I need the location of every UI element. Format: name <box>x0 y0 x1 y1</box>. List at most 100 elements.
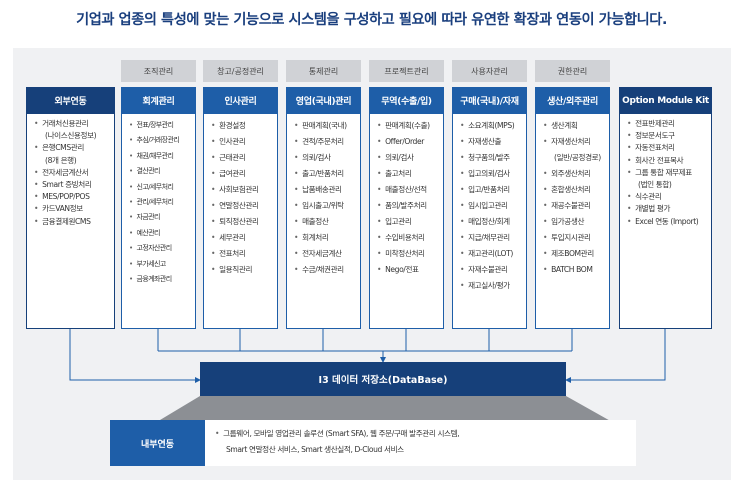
bullet: • <box>377 185 382 194</box>
bullet: • <box>129 167 133 176</box>
item-label: 재고관리(LOT) <box>468 249 513 258</box>
list-item: •그룹 통합 재무제표(법인 통합) <box>627 167 709 191</box>
item-label: 환경설정 <box>219 121 246 130</box>
item-label: 근태관리 <box>219 153 246 162</box>
bullet: • <box>377 169 382 178</box>
bullet: • <box>543 121 548 130</box>
list-item: •식수관리 <box>627 191 709 203</box>
bullet: • <box>211 185 216 194</box>
bullet: • <box>211 121 216 130</box>
list-item: •출고처리 <box>377 166 441 182</box>
item-label: 추심/거래장관리 <box>136 136 180 145</box>
item-label: 사회보험관리 <box>219 185 259 194</box>
list-item: •회사간 전표복사 <box>627 155 709 167</box>
bullet: • <box>377 137 382 146</box>
bullet: • <box>34 119 39 128</box>
list-item: •매출정산 <box>294 214 358 230</box>
item-label: 그룹 통합 재무제표 <box>635 167 692 177</box>
list-item: •전자세금계산서 <box>34 167 112 179</box>
list-item: •사회보험관리 <box>211 182 275 198</box>
list-item: •수입비용처리 <box>377 230 441 246</box>
bullet: • <box>294 201 299 210</box>
tab-project-management: 프로젝트관리 <box>369 60 444 82</box>
bullet: • <box>129 213 133 222</box>
module-sales-header: 영업(국내)관리 <box>286 87 361 114</box>
module-production-list: •생산계획•자재생산처리(일반/공정경로)•외주생산처리•혼합생산처리•재공수불… <box>535 114 610 329</box>
module-trade-list: •판매계획(수출)•Offer/Order•의뢰/검사•출고처리•매출정산/선적… <box>369 114 444 329</box>
bullet: • <box>34 204 39 214</box>
list-item: •채권/채무관리 <box>129 149 193 164</box>
bullet: • <box>627 155 632 165</box>
item-label: 매출정산/선적 <box>385 185 427 194</box>
list-item: •매입정산/회계 <box>460 214 524 230</box>
bullet: • <box>211 201 216 210</box>
item-label: 미착정산처리 <box>385 249 425 258</box>
bullet: • <box>294 217 299 226</box>
bullet: • <box>377 249 382 258</box>
tab-control-management: 통제관리 <box>286 60 361 82</box>
bullet: • <box>460 169 465 178</box>
bullet: • <box>460 265 465 274</box>
list-item: •임시출고/위탁 <box>294 198 358 214</box>
list-item: •자재수불관리 <box>460 262 524 278</box>
bullet: • <box>129 182 133 191</box>
list-item: •투입지시관리 <box>543 230 607 246</box>
item-label: 은행CMS관리 <box>42 143 84 153</box>
item-label: BATCH BOM <box>551 265 593 274</box>
list-item: •인사관리 <box>211 134 275 150</box>
bullet: • <box>460 217 465 226</box>
tab-org-management: 조직관리 <box>121 60 196 82</box>
bullet: • <box>543 217 548 226</box>
bullet: • <box>460 137 465 146</box>
item-label: 소요계획(MPS) <box>468 121 515 130</box>
bullet: • <box>377 233 382 242</box>
item-label: 결산관리 <box>136 167 161 176</box>
bullet: • <box>627 192 632 202</box>
list-item: •납품배송관리 <box>294 182 358 198</box>
bullet: • <box>211 169 216 178</box>
item-label: 판매계획(국내) <box>302 121 347 130</box>
bullet: • <box>627 143 632 153</box>
bullet: • <box>294 121 299 130</box>
list-item: •입고의뢰/검사 <box>460 166 524 182</box>
module-hr-list: •환경설정•인사관리•근태관리•급여관리•사회보험관리•연말정산관리•퇴직정산관… <box>203 114 278 329</box>
item-label: 전표/장부관리 <box>136 121 174 129</box>
bullet: • <box>129 198 133 207</box>
bullet: • <box>34 192 39 202</box>
item-label: 퇴직정산관리 <box>219 217 259 226</box>
bullet: • <box>34 216 39 226</box>
list-item: •예산관리 <box>129 226 193 241</box>
item-label: 전표처리 <box>219 249 246 258</box>
bullet: • <box>129 228 133 237</box>
bullet: • <box>34 167 39 177</box>
list-item: •전표/장부관리 <box>129 118 193 133</box>
list-item: •생산계획 <box>543 118 607 134</box>
bullet: • <box>377 217 382 226</box>
external-integration-header: 외부연동 <box>26 87 115 114</box>
tab-warehouse-process: 창고/공정관리 <box>203 60 278 82</box>
item-label: 인사관리 <box>219 137 246 146</box>
bullet: • <box>460 121 465 130</box>
bullet: • <box>211 153 216 162</box>
bullet: • <box>211 217 216 226</box>
item-label: 재고실사/평가 <box>468 281 510 290</box>
list-item: •급여관리 <box>211 166 275 182</box>
item-label: 임가공생산 <box>551 217 585 226</box>
item-label: 수금/채권관리 <box>302 265 344 274</box>
item-label: Excel 연동 (Import) <box>635 216 699 226</box>
module-trade-header: 무역(수출/입) <box>369 87 444 114</box>
item-label: 식수관리 <box>635 192 662 202</box>
item-label: 연말정산관리 <box>219 201 259 210</box>
module-purchase-list: •소요계획(MPS)•자재생산출•청구품의/발주•입고의뢰/검사•입고/반품처리… <box>452 114 527 329</box>
item-label: 제조BOM관리 <box>551 249 594 258</box>
bullet: • <box>294 153 299 162</box>
item-label: 입고/반품처리 <box>468 185 510 194</box>
bullet: • <box>294 249 299 258</box>
item-continuation: (8개 은행) <box>45 155 77 165</box>
item-label: 출고/반품처리 <box>302 169 344 178</box>
bullet: • <box>543 137 548 146</box>
list-item: •정보문서도구 <box>627 130 709 142</box>
item-label: 금융계좌관리 <box>136 275 173 284</box>
tab-permission-management: 권한관리 <box>535 60 610 82</box>
bullet: • <box>543 169 548 178</box>
